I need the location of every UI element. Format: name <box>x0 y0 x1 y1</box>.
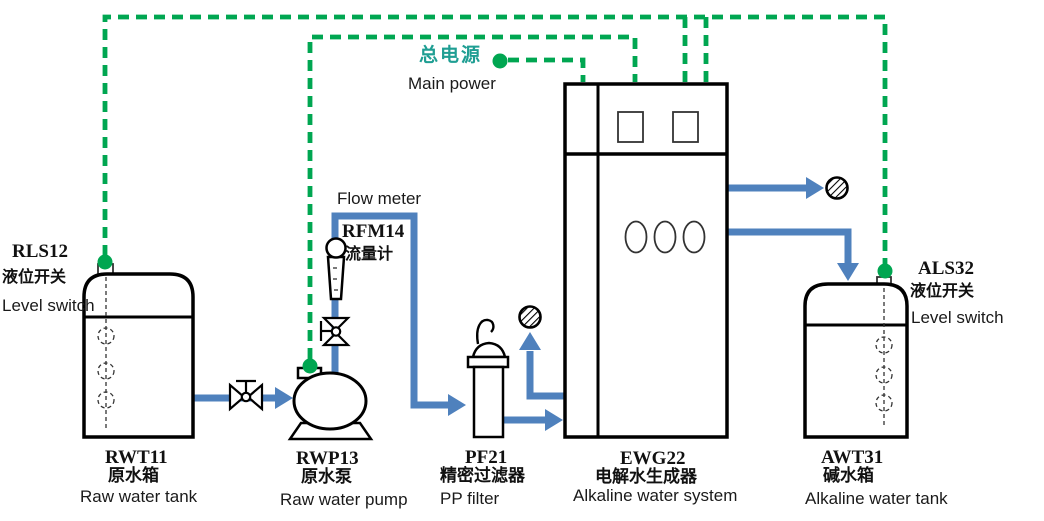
water-pipes <box>193 177 859 431</box>
control-wires <box>97 14 893 374</box>
label-rls12-en: Level switch <box>2 296 95 315</box>
label-flow-meter: Flow meter <box>337 189 422 208</box>
arrow-into-pump <box>275 387 293 409</box>
filter-vent-hook <box>476 318 495 345</box>
label-als32-code: ALS32 <box>918 258 974 279</box>
wire-main-power <box>508 57 586 82</box>
label-rwp13-zh: 原水泵 <box>301 467 352 487</box>
label-awt31-en: Alkaline water tank <box>805 489 948 508</box>
rotameter-float <box>325 237 347 259</box>
wire-level-switch-loop <box>102 14 888 264</box>
alkaline-water-system-unit <box>563 82 729 439</box>
valve-body-bottom <box>321 331 351 347</box>
filter-dome <box>471 341 507 359</box>
filter-cap <box>466 355 510 369</box>
ewg-dial-1 <box>624 220 648 254</box>
ewg-display-1 <box>617 111 644 143</box>
ewg-dial-3 <box>682 220 706 254</box>
label-als32-en: Level switch <box>911 308 1004 327</box>
flow-meter-rotameter <box>325 237 347 301</box>
drain-outlet-right <box>825 176 849 200</box>
pp-filter <box>466 318 510 439</box>
valve-center <box>240 391 252 403</box>
level-sensor-3 <box>97 391 115 409</box>
tank-body <box>82 272 195 439</box>
label-rwp13-en: Raw water pump <box>280 490 408 509</box>
label-rwt11-zh: 原水箱 <box>108 466 159 486</box>
label-awt31-code: AWT31 <box>821 447 884 468</box>
arrow-acid-out <box>806 177 824 199</box>
level-sensor-1 <box>97 327 115 345</box>
label-pf21-zh: 精密过滤器 <box>440 466 525 486</box>
level-sensor-3 <box>875 394 893 412</box>
tank-body <box>803 282 909 439</box>
label-ewg22-en: Alkaline water system <box>573 486 738 505</box>
label-rfm14-zh: 流量计 <box>345 244 394 263</box>
drain-outlet-middle <box>518 305 542 329</box>
level-sensor-1 <box>875 336 893 354</box>
label-ewg22-code: EWG22 <box>620 448 686 469</box>
label-pf21-code: PF21 <box>465 447 508 468</box>
connector-dot-pump <box>302 358 318 374</box>
filter-housing <box>472 365 505 439</box>
ewg-display-2 <box>672 111 699 143</box>
label-rls12-zh: 液位开关 <box>2 267 67 286</box>
ewg-dial-2 <box>653 220 677 254</box>
label-rfm14-code: RFM14 <box>342 221 405 242</box>
tank-outlet-valve <box>228 379 264 412</box>
arrow-into-ewg <box>545 409 563 431</box>
raw-water-tank <box>82 263 195 439</box>
connector-dot-als32 <box>877 263 893 279</box>
connector-dot-main-power <box>492 53 508 69</box>
rotameter-tube <box>326 255 346 301</box>
arrow-into-alkaline-tank <box>837 263 859 281</box>
ewg-cabinet <box>563 82 729 439</box>
label-rwt11-en: Raw water tank <box>80 487 198 506</box>
valve-body-right <box>246 382 264 412</box>
riser-valve <box>319 316 351 347</box>
alkaline-water-tank <box>803 276 909 439</box>
valve-body-left <box>228 382 246 412</box>
pipe-ewg-drain-stub <box>526 351 566 400</box>
label-pf21-en: PP filter <box>440 489 500 508</box>
label-rls12-code: RLS12 <box>12 241 68 262</box>
wire-pump-power <box>307 34 638 359</box>
raw-water-pump <box>287 366 374 441</box>
label-als32-zh: 液位开关 <box>910 281 975 300</box>
level-sensor-2 <box>875 366 893 384</box>
label-awt31-zh: 碱水箱 <box>823 466 874 486</box>
pipe-ewg-to-alkaline-tank <box>727 228 852 263</box>
label-main-power-zh: 总电源 <box>419 44 483 66</box>
label-main-power-en: Main power <box>408 74 496 93</box>
connector-dot-rls12 <box>97 254 113 270</box>
level-sensor-2 <box>97 362 115 380</box>
pump-casing <box>292 371 368 431</box>
label-ewg22-zh: 电解水生成器 <box>595 467 697 487</box>
arrow-up-drain <box>519 332 541 350</box>
label-rwp13-code: RWP13 <box>296 448 359 469</box>
label-rwt11-code: RWT11 <box>105 447 168 468</box>
valve-center <box>330 326 342 337</box>
valve-body-top <box>321 316 351 332</box>
arrow-into-filter <box>448 394 466 416</box>
